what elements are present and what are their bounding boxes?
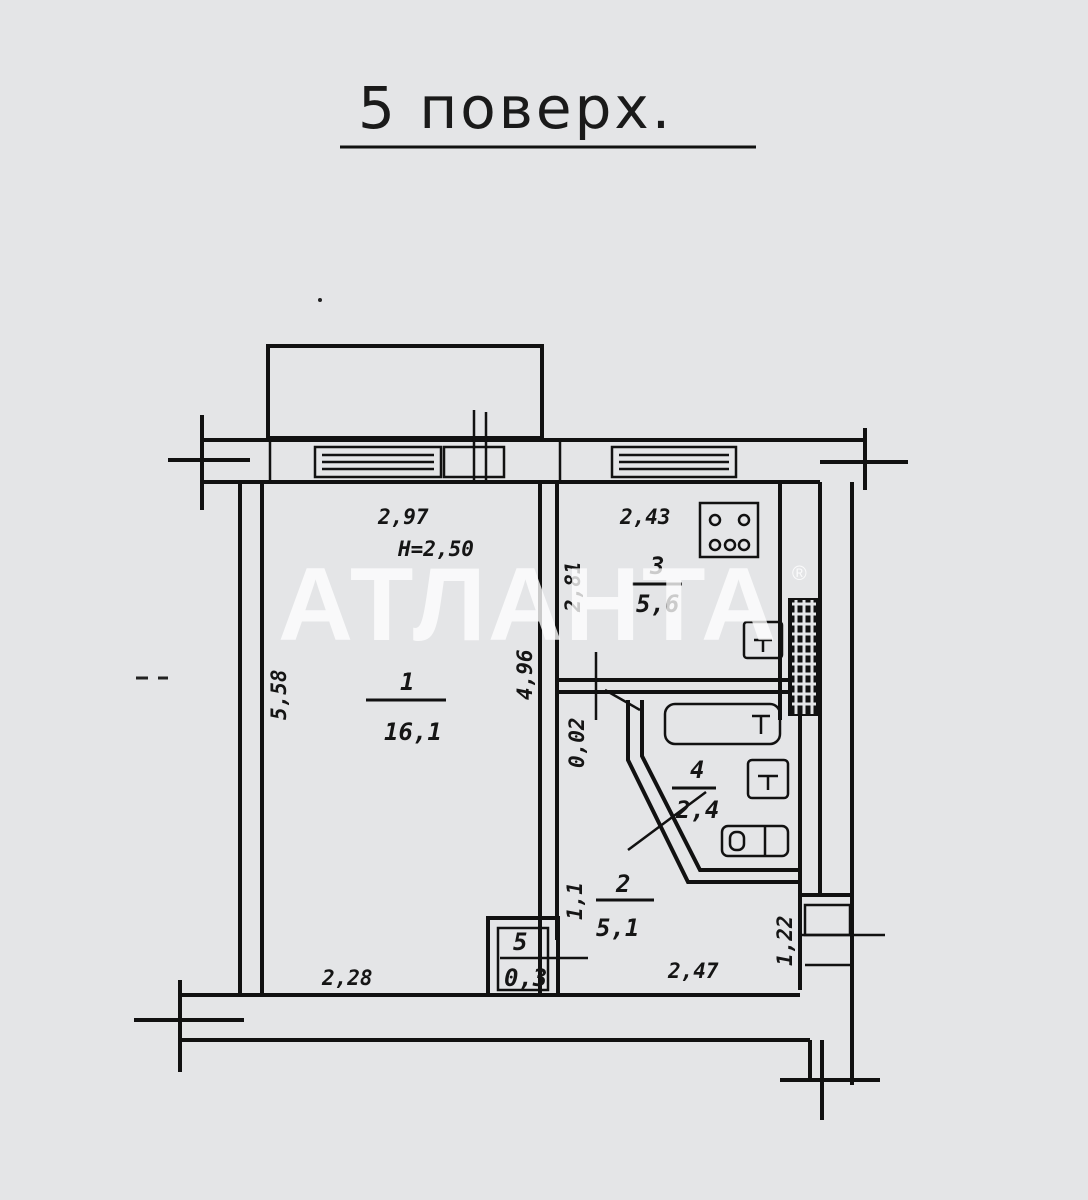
balcony bbox=[266, 344, 544, 440]
stove-icon bbox=[698, 501, 760, 559]
bathroom-sink-icon bbox=[746, 758, 790, 800]
ceiling-height: H=2,50 bbox=[397, 537, 474, 561]
room-2-label: 2 5,1 bbox=[596, 870, 654, 942]
bathtub-icon bbox=[663, 702, 782, 746]
exterior-walls bbox=[134, 415, 908, 1120]
room-4-area: 2,4 bbox=[675, 796, 719, 824]
room-1-label: 1 16,1 bbox=[366, 668, 446, 746]
room-4-number: 4 bbox=[690, 756, 704, 784]
room-3-area: 5,6 bbox=[636, 590, 679, 618]
dim-room1-top: 2,97 bbox=[377, 505, 429, 529]
room-1-number: 1 bbox=[400, 668, 414, 696]
watermark-registered-mark: ® bbox=[792, 563, 807, 585]
dim-room1-left: 5,58 bbox=[267, 669, 291, 720]
dim-room1-bottom: 2,28 bbox=[321, 966, 373, 990]
room-5-label: 5 0,3 bbox=[500, 928, 588, 992]
dim-kitchen-side: 2,81 bbox=[561, 561, 585, 613]
dim-bath-side: 0,02 bbox=[565, 717, 589, 768]
bathroom-partition bbox=[604, 688, 800, 884]
dim-room1-right: 4,96 bbox=[513, 649, 537, 700]
window-living-room bbox=[313, 445, 443, 479]
ventilation-shaft bbox=[788, 598, 820, 716]
entrance-door bbox=[800, 903, 885, 967]
dim-hall-bottom: 2,47 bbox=[667, 959, 719, 983]
kitchen-sink-icon bbox=[742, 620, 784, 660]
balcony-door bbox=[442, 410, 506, 482]
dim-hall-side: 1,22 bbox=[773, 915, 797, 966]
room-1-area: 16,1 bbox=[384, 718, 442, 746]
room-5-area: 0,3 bbox=[504, 964, 547, 992]
floor-title: 5 поверх. bbox=[358, 74, 673, 142]
toilet-icon bbox=[720, 824, 790, 858]
window-kitchen bbox=[610, 445, 738, 479]
room-4-label: 4 2,4 bbox=[672, 756, 719, 824]
room-2-number: 2 bbox=[615, 870, 630, 898]
dim-kitchen-top: 2,43 bbox=[619, 505, 671, 529]
room-3-number: 3 bbox=[649, 552, 664, 580]
room-5-number: 5 bbox=[513, 928, 527, 956]
room-2-area: 5,1 bbox=[596, 914, 639, 942]
dot-mark bbox=[318, 298, 322, 302]
room-3-label: 3 5,6 bbox=[632, 552, 682, 618]
dim-closet-side: 1,1 bbox=[563, 882, 587, 920]
partition-walls bbox=[538, 482, 802, 995]
watermark-logo: АТЛАНТА bbox=[278, 547, 778, 663]
